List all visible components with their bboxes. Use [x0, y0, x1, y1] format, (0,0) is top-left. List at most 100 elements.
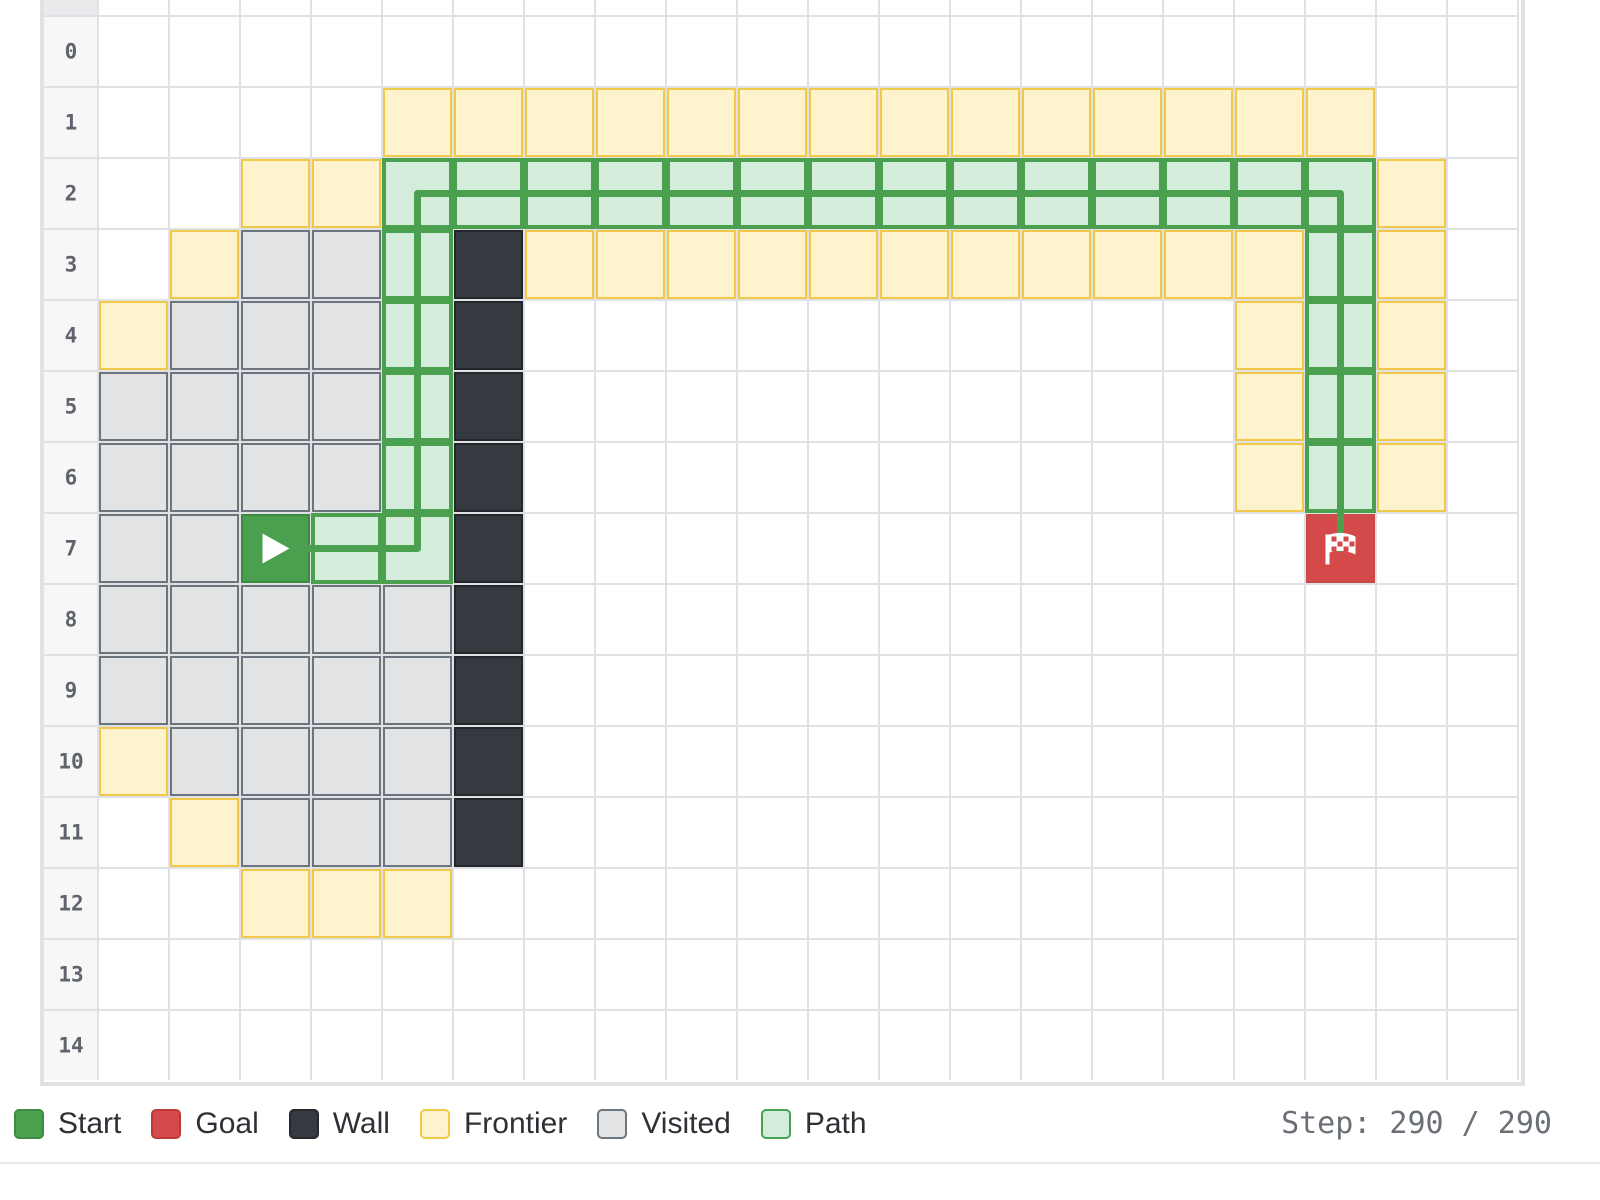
cell-visited[interactable] — [99, 443, 168, 512]
legend-swatch-visited — [597, 1109, 628, 1139]
header-corner — [44, 0, 98, 16]
cell-visited[interactable] — [312, 230, 381, 299]
cell-frontier[interactable] — [1377, 230, 1446, 299]
cell-visited[interactable] — [170, 372, 239, 441]
cell-visited[interactable] — [312, 798, 381, 867]
cell-start[interactable] — [241, 514, 310, 583]
cell-frontier[interactable] — [667, 230, 736, 299]
cell-frontier[interactable] — [1022, 88, 1091, 157]
cell-frontier[interactable] — [1164, 88, 1233, 157]
cell-visited[interactable] — [170, 656, 239, 725]
cell-visited[interactable] — [241, 230, 310, 299]
cell-frontier[interactable] — [1022, 230, 1091, 299]
cell-frontier[interactable] — [1093, 88, 1162, 157]
cell-wall[interactable] — [454, 230, 523, 299]
cell-frontier[interactable] — [1306, 88, 1375, 157]
cell-visited[interactable] — [312, 656, 381, 725]
cell-frontier[interactable] — [1235, 372, 1304, 441]
cell-visited[interactable] — [383, 585, 452, 654]
cell-frontier[interactable] — [241, 869, 310, 938]
cell-frontier[interactable] — [1377, 372, 1446, 441]
cell-visited[interactable] — [170, 585, 239, 654]
legend-label-start: Start — [58, 1107, 122, 1140]
cell-wall[interactable] — [454, 727, 523, 796]
cell-frontier[interactable] — [1235, 443, 1304, 512]
cell-visited[interactable] — [312, 443, 381, 512]
cell-frontier[interactable] — [1164, 230, 1233, 299]
cell-frontier[interactable] — [1235, 301, 1304, 370]
cell-visited[interactable] — [99, 514, 168, 583]
cell-frontier[interactable] — [170, 798, 239, 867]
legend-label-visited: Visited — [641, 1107, 731, 1140]
cell-wall[interactable] — [454, 656, 523, 725]
cell-visited[interactable] — [241, 798, 310, 867]
cell-visited[interactable] — [383, 727, 452, 796]
cell-frontier[interactable] — [1377, 159, 1446, 228]
cell-wall[interactable] — [454, 514, 523, 583]
cell-visited[interactable] — [312, 301, 381, 370]
cell-frontier[interactable] — [880, 88, 949, 157]
row-label: 12 — [58, 892, 83, 916]
cell-frontier[interactable] — [596, 230, 665, 299]
cell-visited[interactable] — [241, 443, 310, 512]
cell-frontier[interactable] — [596, 88, 665, 157]
cell-frontier[interactable] — [880, 230, 949, 299]
row-label: 6 — [65, 466, 78, 490]
cell-frontier[interactable] — [170, 230, 239, 299]
row-label: 10 — [58, 750, 83, 774]
cell-frontier[interactable] — [738, 88, 807, 157]
cell-frontier[interactable] — [383, 88, 452, 157]
cell-frontier[interactable] — [1377, 443, 1446, 512]
cell-visited[interactable] — [170, 727, 239, 796]
cell-frontier[interactable] — [1377, 301, 1446, 370]
cell-visited[interactable] — [170, 514, 239, 583]
row-label: 11 — [58, 821, 83, 845]
cell-frontier[interactable] — [1235, 230, 1304, 299]
cell-visited[interactable] — [99, 656, 168, 725]
cell-frontier[interactable] — [525, 230, 594, 299]
cell-wall[interactable] — [454, 443, 523, 512]
cell-visited[interactable] — [241, 727, 310, 796]
legend-item-visited: Visited — [597, 1107, 731, 1141]
cell-visited[interactable] — [99, 585, 168, 654]
cell-frontier[interactable] — [809, 230, 878, 299]
cell-visited[interactable] — [170, 443, 239, 512]
cell-frontier[interactable] — [312, 159, 381, 228]
cell-visited[interactable] — [170, 301, 239, 370]
cell-visited[interactable] — [241, 372, 310, 441]
cell-visited[interactable] — [312, 585, 381, 654]
cell-wall[interactable] — [454, 372, 523, 441]
cell-frontier[interactable] — [99, 301, 168, 370]
row-label: 8 — [65, 608, 78, 632]
cell-frontier[interactable] — [667, 88, 736, 157]
cell-frontier[interactable] — [1235, 88, 1304, 157]
bottom-divider — [0, 1162, 1600, 1164]
cell-wall[interactable] — [454, 585, 523, 654]
cell-visited[interactable] — [383, 656, 452, 725]
cell-frontier[interactable] — [809, 88, 878, 157]
legend-swatch-frontier — [419, 1109, 450, 1139]
cell-frontier[interactable] — [738, 230, 807, 299]
cell-wall[interactable] — [454, 301, 523, 370]
cell-visited[interactable] — [312, 727, 381, 796]
legend-swatch-path — [760, 1109, 791, 1139]
cell-frontier[interactable] — [951, 230, 1020, 299]
cell-visited[interactable] — [99, 372, 168, 441]
step-counter: Step: 290 / 290 — [1281, 1106, 1552, 1141]
cell-frontier[interactable] — [241, 159, 310, 228]
cell-visited[interactable] — [241, 656, 310, 725]
cell-frontier[interactable] — [454, 88, 523, 157]
cell-visited[interactable] — [241, 301, 310, 370]
cell-frontier[interactable] — [99, 727, 168, 796]
cell-frontier[interactable] — [951, 88, 1020, 157]
cell-frontier[interactable] — [383, 869, 452, 938]
cell-visited[interactable] — [383, 798, 452, 867]
cell-visited[interactable] — [312, 372, 381, 441]
cell-frontier[interactable] — [525, 88, 594, 157]
cell-frontier[interactable] — [312, 869, 381, 938]
cell-frontier[interactable] — [1093, 230, 1162, 299]
cell-wall[interactable] — [454, 798, 523, 867]
cell-visited[interactable] — [241, 585, 310, 654]
row-label: 4 — [65, 324, 78, 348]
